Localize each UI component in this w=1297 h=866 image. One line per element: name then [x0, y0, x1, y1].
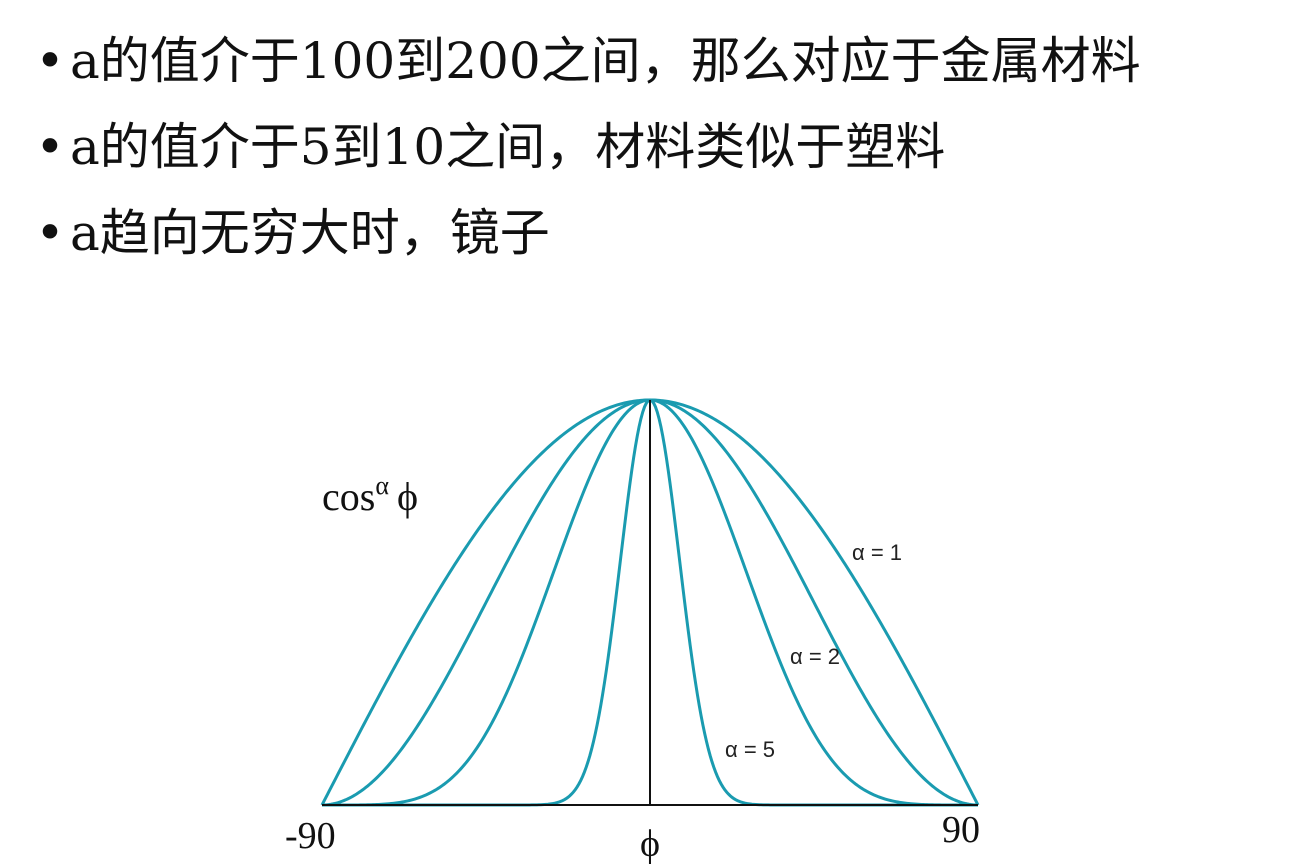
bullet-item: • a的值介于5到10之间，材料类似于塑料: [30, 114, 1280, 180]
bullet-text: a趋向无穷大时，镜子: [70, 204, 550, 262]
bullet-item: • a趋向无穷大时，镜子: [30, 200, 1280, 266]
bullet-marker: •: [35, 32, 65, 90]
y-label-superscript: α: [375, 471, 389, 500]
bullet-text: a的值介于100到200之间，那么对应于金属材料: [70, 32, 1141, 90]
bullet-item: • a的值介于100到200之间，那么对应于金属材料: [30, 28, 1280, 94]
bullet-list: • a的值介于100到200之间，那么对应于金属材料 • a的值介于5到10之间…: [30, 28, 1280, 286]
x-axis-label: ϕ: [640, 823, 660, 865]
x-tick-label-min: -90: [285, 815, 336, 857]
series-label-alpha-5: α = 5: [725, 737, 775, 762]
series-label-alpha-2: α = 2: [790, 644, 840, 669]
y-label-symbol: ϕ: [397, 474, 418, 519]
bullet-marker: •: [35, 204, 65, 262]
bullet-text: a的值介于5到10之间，材料类似于塑料: [70, 118, 946, 176]
series-label-alpha-1: α = 1: [852, 540, 902, 565]
bullet-marker: •: [35, 118, 65, 176]
y-label-base: cos: [322, 474, 375, 519]
x-tick-label-max: 90: [942, 809, 980, 851]
